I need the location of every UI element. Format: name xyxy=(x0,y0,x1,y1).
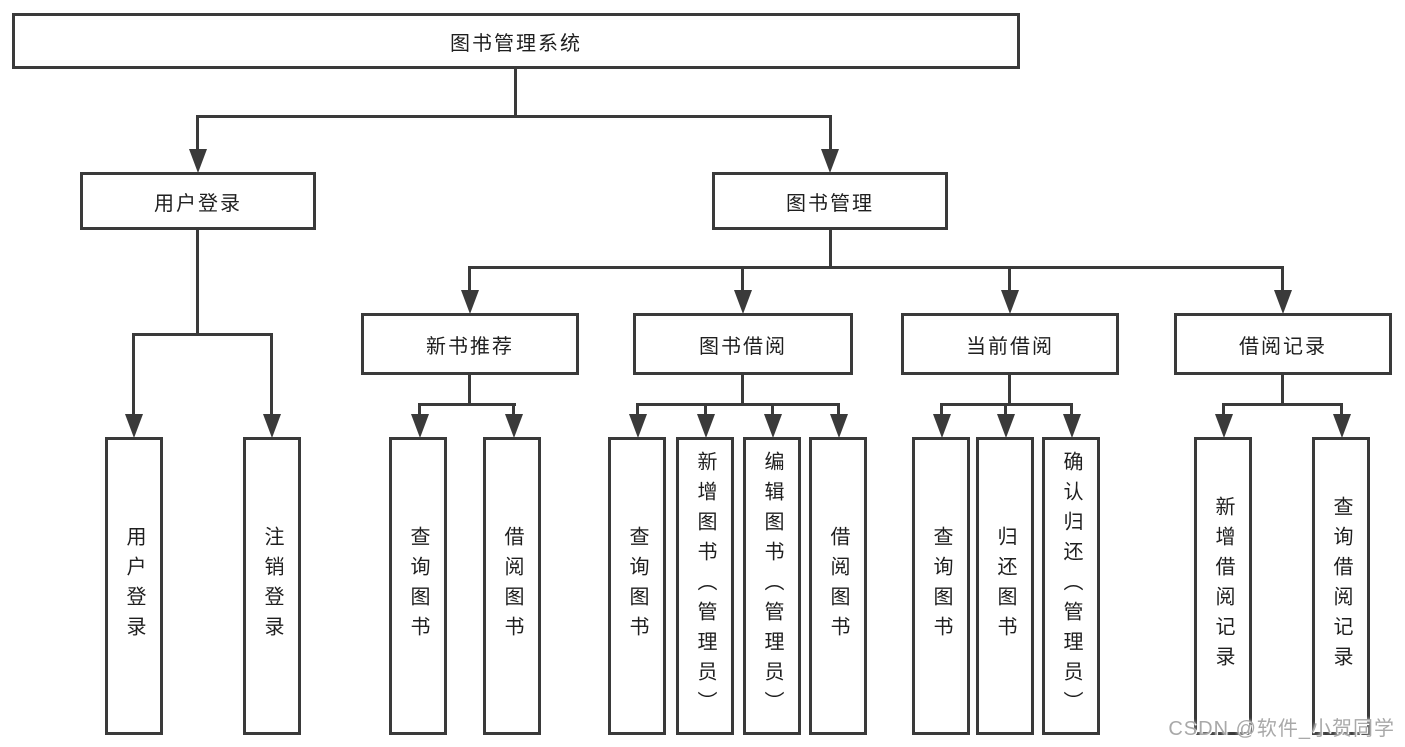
connector-stem-d2 xyxy=(1004,403,1007,417)
connector-borrowing-records-bus xyxy=(1222,403,1343,406)
leaf-user-login: 用户登录 xyxy=(105,437,163,735)
leaf-query-books-current: 查询图书 xyxy=(912,437,970,735)
leaf-query-books-recommend-label: 查询图书 xyxy=(407,526,429,646)
leaf-return-books: 归还图书 xyxy=(976,437,1034,735)
arrowhead-b2 xyxy=(505,414,523,438)
connector-stem-leaf-user-login xyxy=(132,333,135,417)
connector-book-management-stem xyxy=(829,230,832,269)
connector-book-borrowing-bus xyxy=(636,403,840,406)
connector-root-stem xyxy=(514,68,517,118)
arrowhead-e1 xyxy=(1215,414,1233,438)
connector-stem-new-book xyxy=(468,266,471,293)
connector-user-login-stem xyxy=(196,230,199,336)
leaf-logout-label: 注销登录 xyxy=(261,526,283,646)
node-current-borrowing: 当前借阅 xyxy=(901,313,1119,375)
arrowhead-d2 xyxy=(997,414,1015,438)
leaf-query-borrow-record-label: 查询借阅记录 xyxy=(1330,496,1352,676)
leaf-query-books-recommend: 查询图书 xyxy=(389,437,447,735)
arrowhead-leaf-user-login xyxy=(125,414,143,438)
arrowhead-leaf-logout xyxy=(263,414,281,438)
connector-stem-c4 xyxy=(837,403,840,417)
node-borrowing-records-label: 借阅记录 xyxy=(1239,335,1327,358)
connector-borrowing-records-stem xyxy=(1281,375,1284,406)
leaf-add-borrow-record: 新增借阅记录 xyxy=(1194,437,1252,735)
node-user-login: 用户登录 xyxy=(80,172,316,230)
node-current-borrowing-label: 当前借阅 xyxy=(966,335,1054,358)
arrowhead-borrowing-records xyxy=(1274,290,1292,314)
node-new-book-recommendation: 新书推荐 xyxy=(361,313,579,375)
node-new-book-recommendation-label: 新书推荐 xyxy=(426,335,514,358)
connector-user-login-bus xyxy=(132,333,273,336)
connector-stem-e2 xyxy=(1340,403,1343,417)
leaf-borrow-books-recommend-label: 借阅图书 xyxy=(501,526,523,646)
arrowhead-c2 xyxy=(697,414,715,438)
connector-book-management-bus xyxy=(468,266,1284,269)
node-root-label: 图书管理系统 xyxy=(450,32,582,55)
leaf-edit-book-admin: 编辑图书（管理员） xyxy=(743,437,801,735)
leaf-query-books-current-label: 查询图书 xyxy=(930,526,952,646)
connector-stem-book-management xyxy=(829,115,832,152)
leaf-borrow-books-recommend: 借阅图书 xyxy=(483,437,541,735)
connector-stem-c1 xyxy=(636,403,639,417)
connector-stem-b1 xyxy=(418,403,421,417)
csdn-watermark: CSDN @软件_小贺同学 xyxy=(1168,718,1395,740)
arrowhead-c4 xyxy=(830,414,848,438)
leaf-edit-book-admin-label: 编辑图书（管理员） xyxy=(761,451,783,721)
connector-stem-c2 xyxy=(704,403,707,417)
connector-new-book-bus xyxy=(418,403,516,406)
node-user-login-label: 用户登录 xyxy=(154,192,242,215)
connector-stem-current-borrowing xyxy=(1008,266,1011,293)
connector-stem-borrowing-records xyxy=(1281,266,1284,293)
leaf-add-book-admin: 新增图书（管理员） xyxy=(676,437,734,735)
node-borrowing-records: 借阅记录 xyxy=(1174,313,1392,375)
node-root: 图书管理系统 xyxy=(12,13,1020,69)
leaf-logout: 注销登录 xyxy=(243,437,301,735)
leaf-confirm-return-admin: 确认归还（管理员） xyxy=(1042,437,1100,735)
node-book-borrowing-label: 图书借阅 xyxy=(699,335,787,358)
arrowhead-e2 xyxy=(1333,414,1351,438)
arrowhead-d3 xyxy=(1063,414,1081,438)
arrowhead-c3 xyxy=(764,414,782,438)
connector-stem-d1 xyxy=(940,403,943,417)
connector-book-borrowing-stem xyxy=(741,375,744,406)
connector-stem-e1 xyxy=(1222,403,1225,417)
leaf-add-book-admin-label: 新增图书（管理员） xyxy=(694,451,716,721)
connector-stem-c3 xyxy=(771,403,774,417)
arrowhead-c1 xyxy=(629,414,647,438)
arrowhead-user-login xyxy=(189,149,207,173)
connector-stem-d3 xyxy=(1070,403,1073,417)
connector-root-bus xyxy=(196,115,832,118)
node-book-management: 图书管理 xyxy=(712,172,948,230)
leaf-query-books-borrowing: 查询图书 xyxy=(608,437,666,735)
arrowhead-d1 xyxy=(933,414,951,438)
leaf-borrow-books-borrowing-label: 借阅图书 xyxy=(827,526,849,646)
arrowhead-book-borrowing xyxy=(734,290,752,314)
leaf-return-books-label: 归还图书 xyxy=(994,526,1016,646)
connector-stem-leaf-logout xyxy=(270,333,273,417)
arrowhead-b1 xyxy=(411,414,429,438)
leaf-query-borrow-record: 查询借阅记录 xyxy=(1312,437,1370,735)
leaf-query-books-borrowing-label: 查询图书 xyxy=(626,526,648,646)
leaf-borrow-books-borrowing: 借阅图书 xyxy=(809,437,867,735)
arrowhead-new-book xyxy=(461,290,479,314)
leaf-user-login-label: 用户登录 xyxy=(123,526,145,646)
arrowhead-book-management xyxy=(821,149,839,173)
connector-stem-book-borrowing xyxy=(741,266,744,293)
connector-stem-user-login xyxy=(196,115,199,152)
arrowhead-current-borrowing xyxy=(1001,290,1019,314)
leaf-add-borrow-record-label: 新增借阅记录 xyxy=(1212,496,1234,676)
node-book-management-label: 图书管理 xyxy=(786,192,874,215)
connector-new-book-stem xyxy=(468,375,471,406)
leaf-confirm-return-admin-label: 确认归还（管理员） xyxy=(1060,451,1082,721)
connector-stem-b2 xyxy=(512,403,515,417)
connector-current-borrowing-stem xyxy=(1008,375,1011,406)
node-book-borrowing: 图书借阅 xyxy=(633,313,853,375)
